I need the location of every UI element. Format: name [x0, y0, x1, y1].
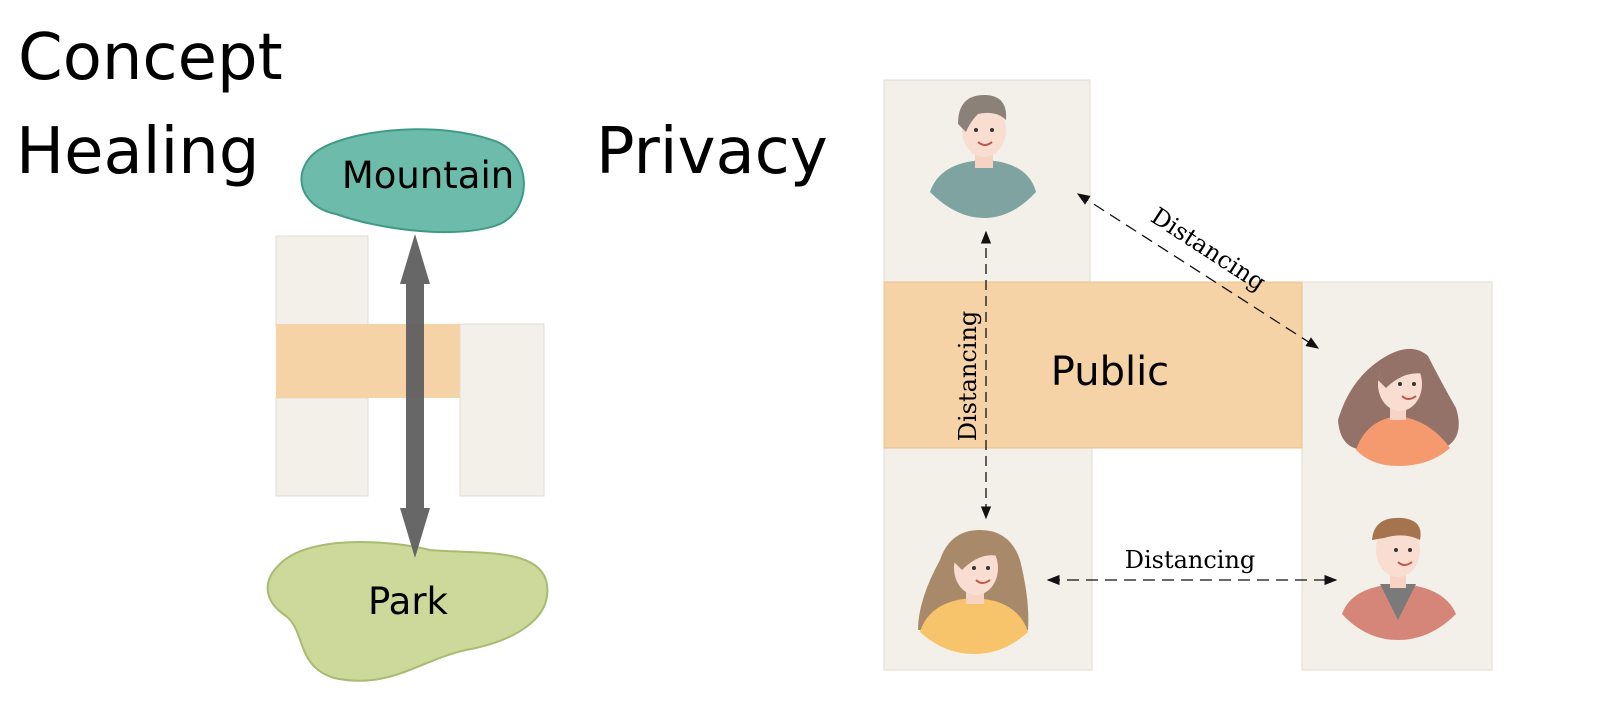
building-bottom-left — [275, 397, 369, 497]
privacy-diagram: Public — [883, 79, 1493, 671]
distancing-label-vertical: Distancing — [954, 311, 982, 442]
healing-public-strip — [276, 324, 462, 398]
avatar-man-bottom — [1342, 517, 1456, 640]
distancing-arrow-diagonal — [1076, 193, 1320, 349]
park-blob — [266, 541, 549, 682]
public-label: Public — [1051, 349, 1169, 395]
avatar-woman-bottom — [918, 530, 1029, 654]
healing-diagram: Mountain Park — [266, 128, 549, 682]
avatar-man-top — [930, 94, 1036, 218]
healing-title: Healing — [16, 115, 260, 189]
building-top-left — [275, 235, 369, 327]
mountain-label: Mountain — [342, 154, 514, 197]
avatar-woman-right — [1338, 348, 1459, 466]
park-label: Park — [368, 580, 449, 623]
distancing-label-horizontal: Distancing — [1125, 546, 1256, 574]
mountain-blob — [300, 128, 525, 234]
concept-title: Concept — [18, 21, 283, 95]
privacy-title: Privacy — [596, 115, 828, 189]
building-right — [459, 323, 545, 497]
double-arrow — [400, 234, 430, 558]
